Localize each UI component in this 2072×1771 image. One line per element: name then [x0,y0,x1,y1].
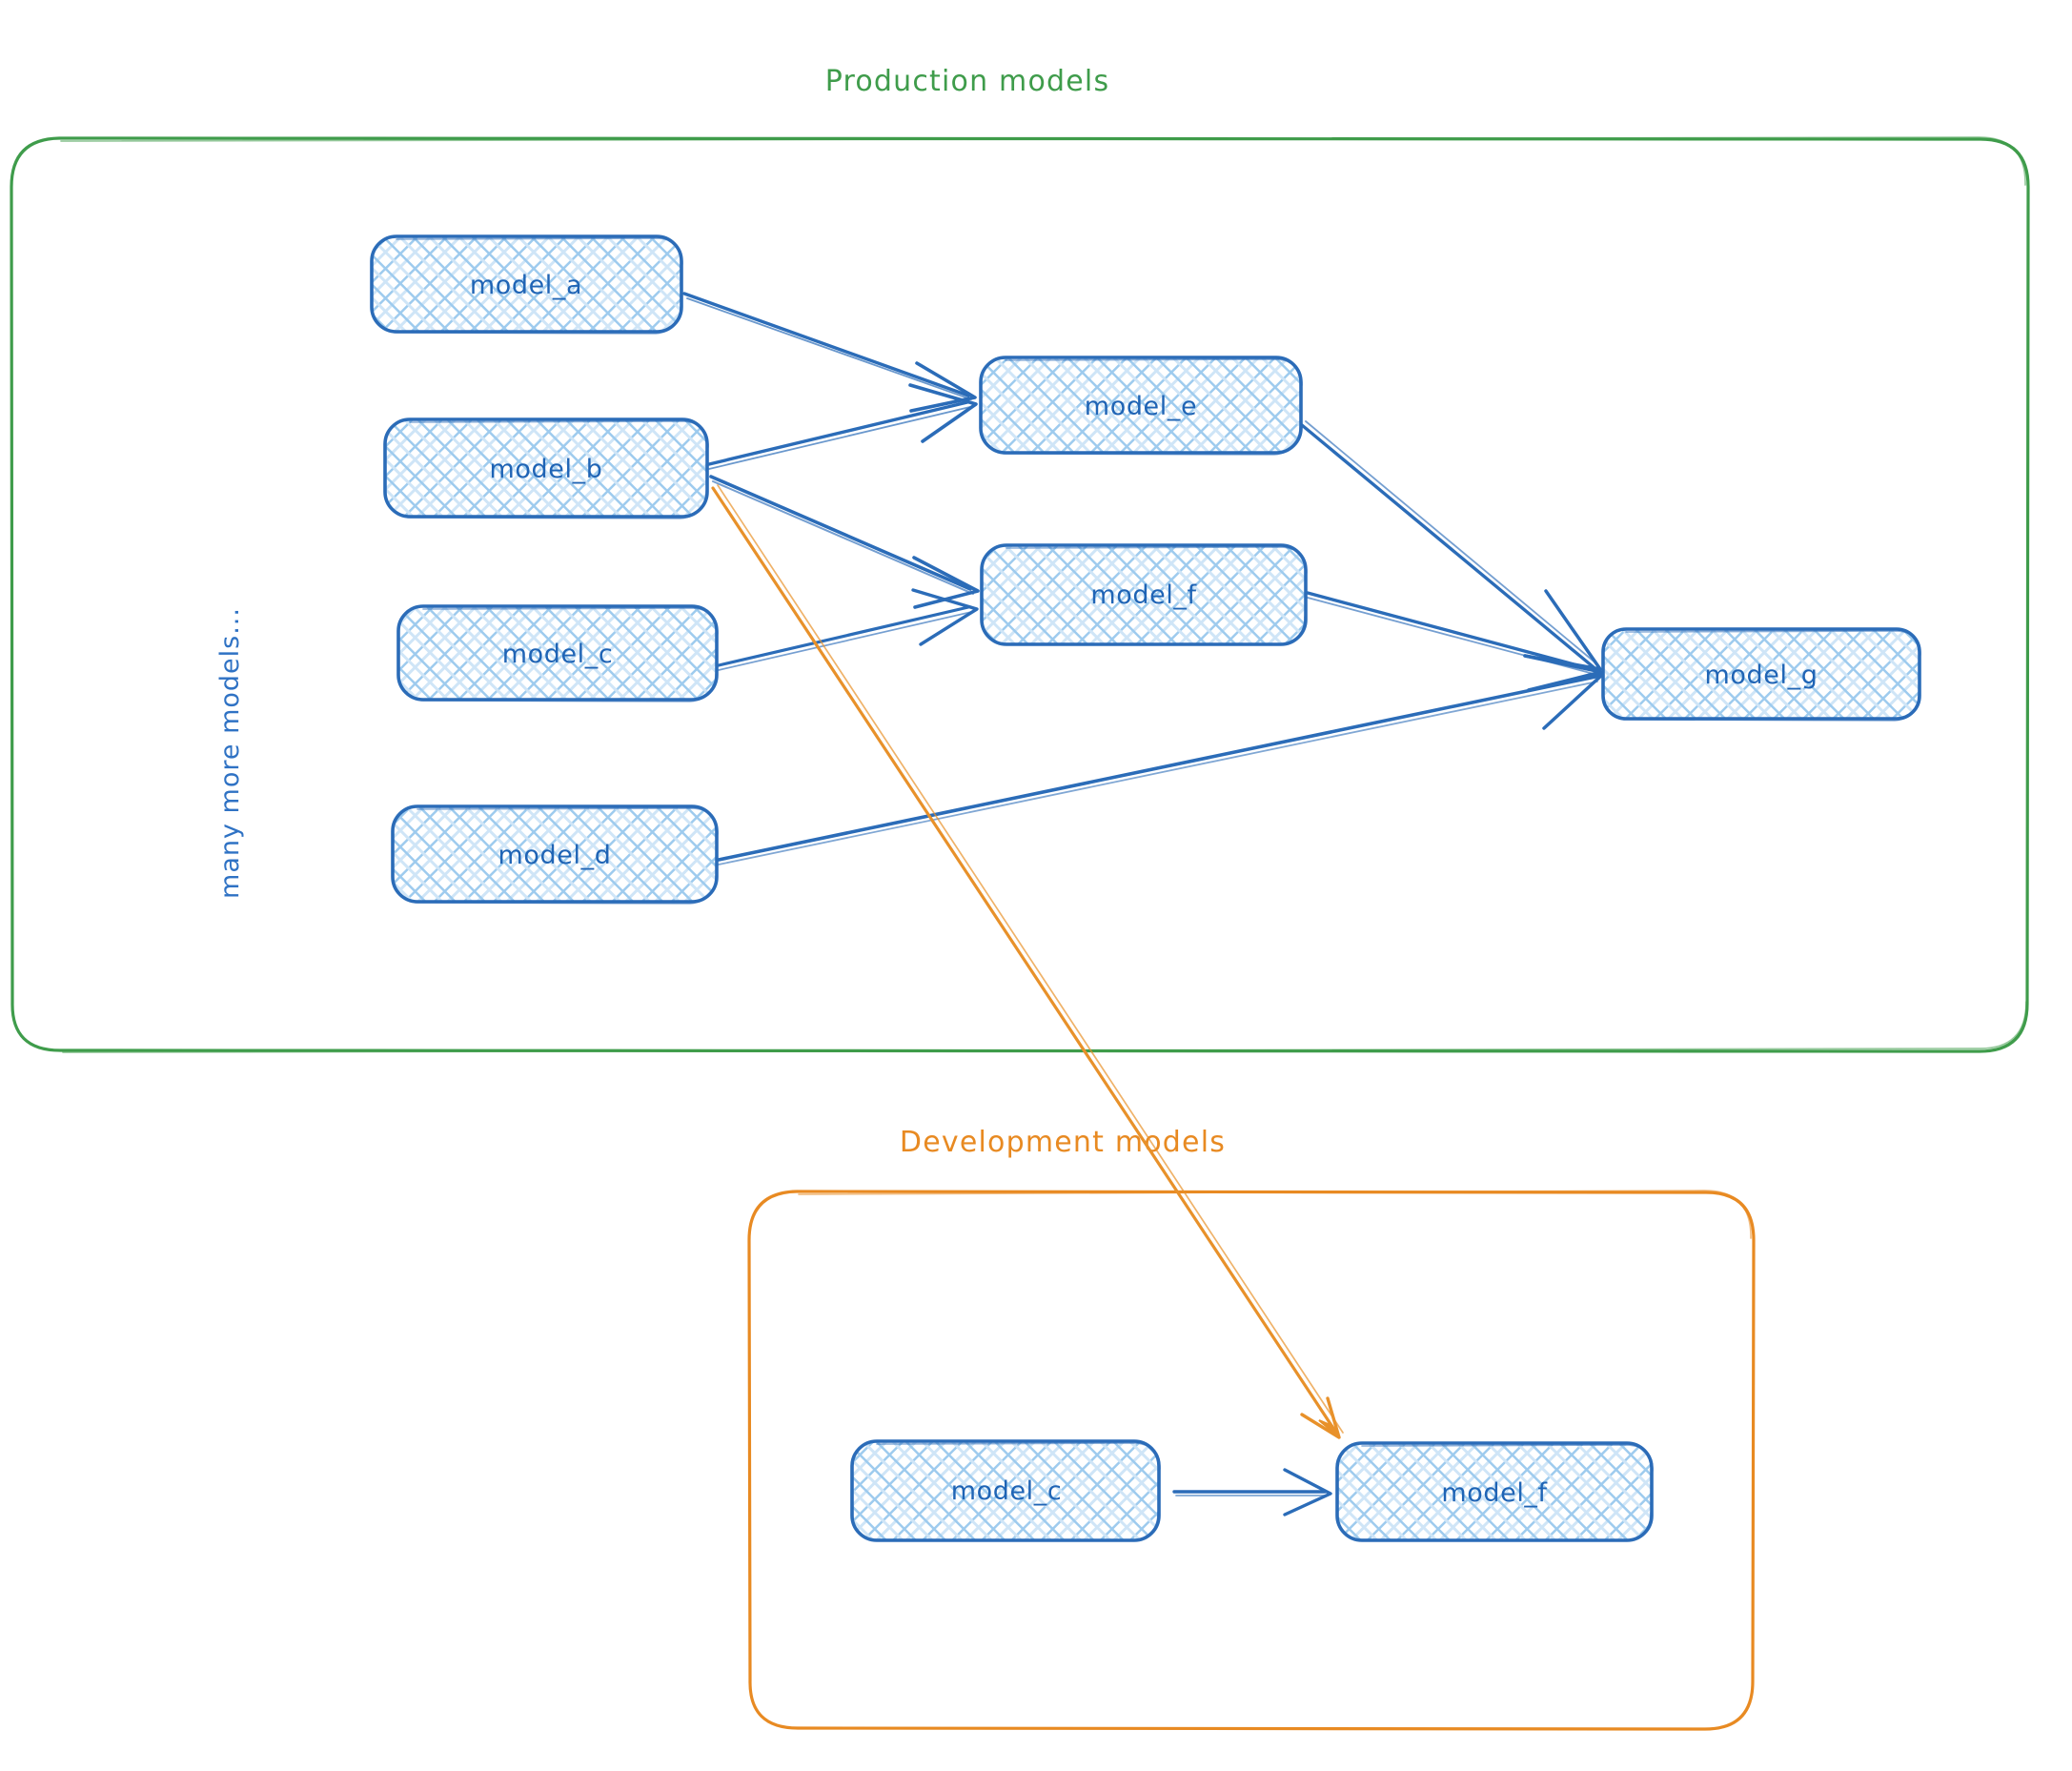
group-production: Production models [10,65,2030,1053]
edge-model-b-to-dev-model-f [711,484,1344,1439]
node-label: model_f [1090,580,1197,610]
node-prod-model-f[interactable]: model_f [980,543,1308,646]
group-production-border-sketch2 [62,1001,2027,1053]
group-development-border-sketch [798,1190,1752,1239]
group-production-title: Production models [825,65,1110,98]
node-label: model_g [1705,661,1818,690]
group-development-border [747,1190,1756,1731]
edge-model-c-to-model-f [717,588,979,671]
edge-model-a-to-model-e [682,292,977,413]
side-note-many-more-models: many more models... [215,607,245,899]
node-label: model_c [951,1476,1063,1506]
edge-model-b-to-model-f [709,475,980,609]
edge-model-b-to-model-e [707,383,978,470]
node-prod-model-d[interactable]: model_d [391,804,719,905]
node-label: model_b [490,455,603,484]
node-prod-model-b[interactable]: model_b [383,417,709,519]
node-prod-model-g[interactable]: model_g [1601,627,1921,722]
node-label: model_e [1085,392,1197,421]
group-development-title: Development models [900,1126,1226,1159]
node-dev-model-c[interactable]: model_c [850,1439,1161,1542]
node-label: model_d [498,841,612,870]
group-production-border [10,136,2030,1053]
group-development: Development models [747,1126,1756,1731]
node-prod-model-e[interactable]: model_e [979,356,1303,456]
node-prod-model-c[interactable]: model_c [396,604,719,702]
node-label: model_a [470,271,582,300]
node-label: model_c [502,640,614,669]
node-prod-model-a[interactable]: model_a [370,234,683,335]
group-production-border-sketch [60,136,2026,186]
node-dev-model-f[interactable]: model_f [1335,1441,1654,1542]
edge-dev-model-c-to-dev-model-f [1172,1468,1332,1517]
edge-model-d-to-model-g [717,673,1604,865]
node-label: model_f [1441,1478,1548,1508]
